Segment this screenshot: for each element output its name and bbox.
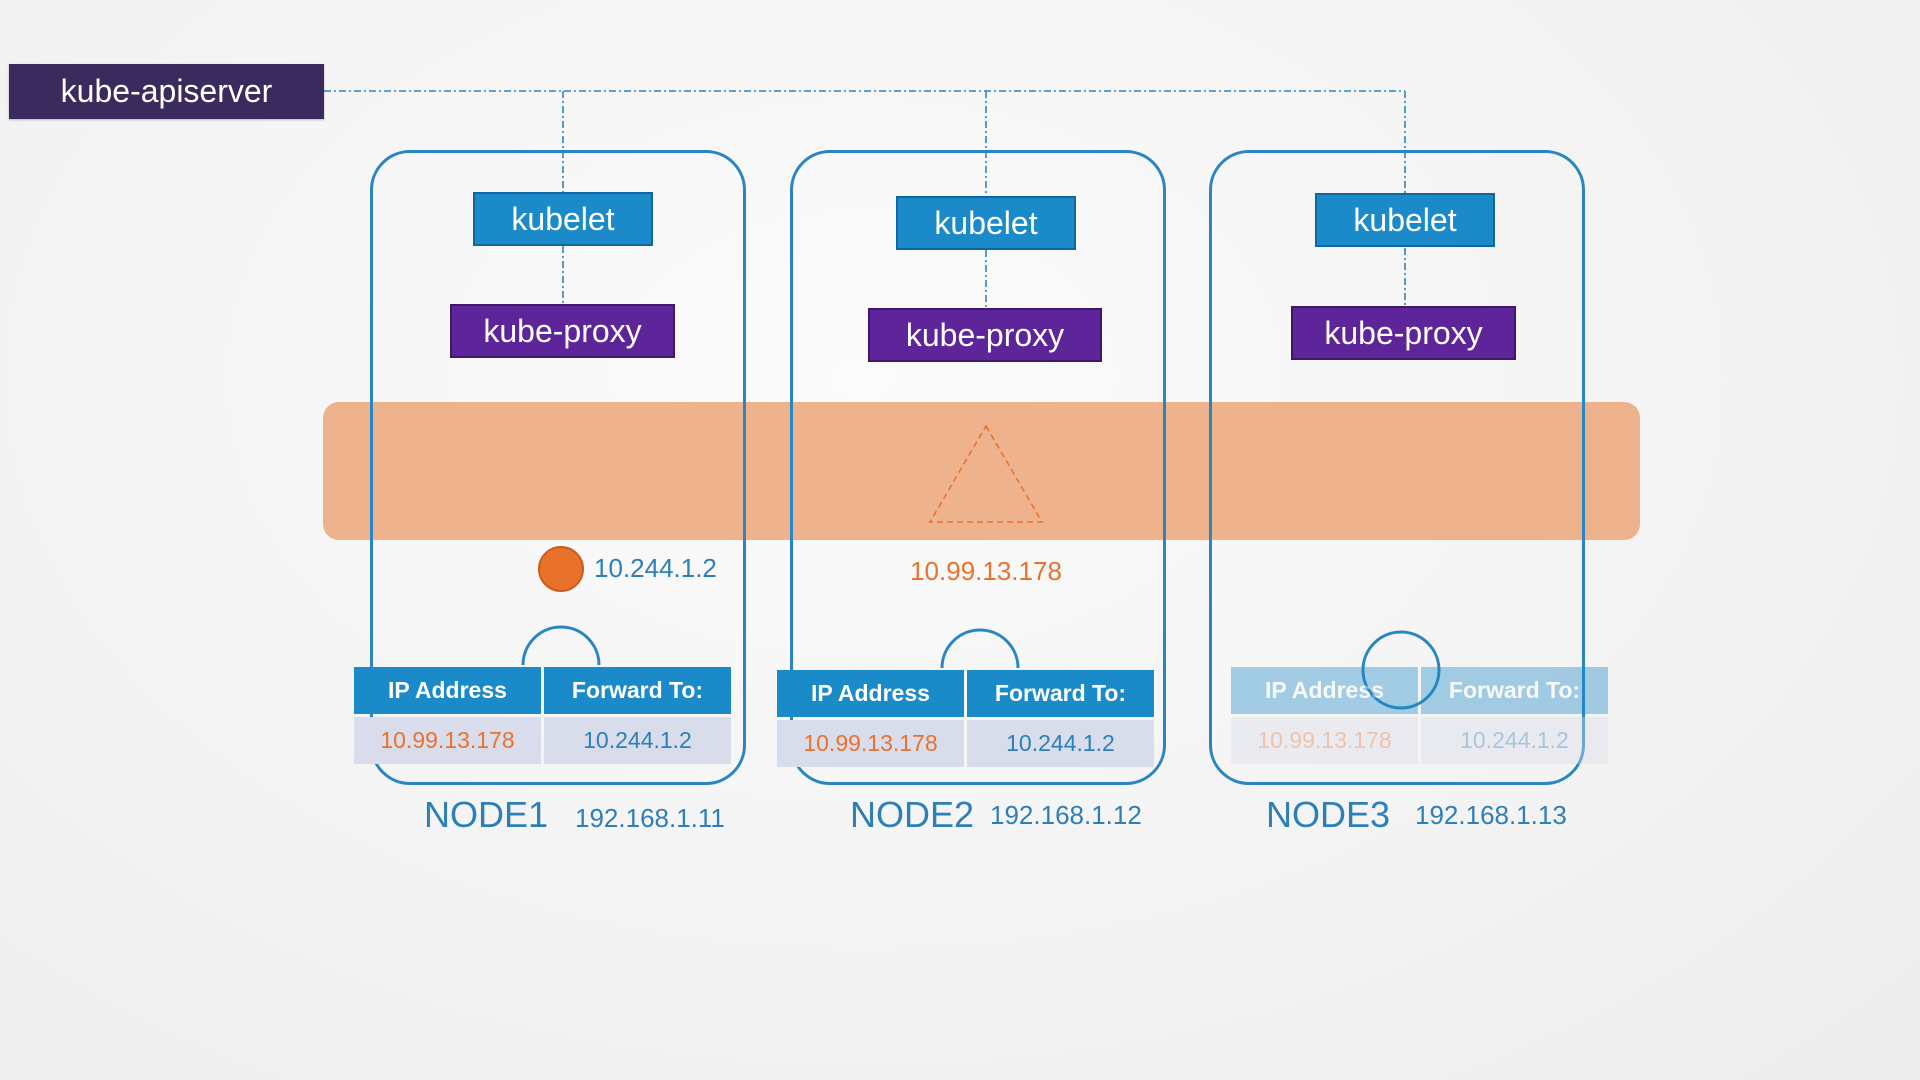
node1-arc-icon (521, 625, 601, 666)
table-cell-forward: 10.244.1.2 (544, 717, 731, 764)
table-header-forward: Forward To: (1421, 667, 1608, 714)
node2-ip: 192.168.1.12 (990, 800, 1142, 830)
node1-ip: 192.168.1.11 (575, 803, 725, 833)
table-header-ip: IP Address (354, 667, 541, 714)
node3-kube-proxy: kube-proxy (1291, 306, 1516, 360)
node2-arc-icon (940, 628, 1020, 669)
table-row: 10.99.13.178 10.244.1.2 (354, 714, 731, 764)
pod-icon (538, 546, 584, 592)
node2-kubelet: kubelet (896, 196, 1076, 250)
table-cell-ip: 10.99.13.178 (777, 720, 964, 767)
node1-name: NODE1 (424, 794, 549, 835)
node2-box (790, 150, 1166, 785)
table-cell-forward: 10.244.1.2 (1421, 717, 1608, 764)
pod-network-band (323, 402, 1640, 540)
node3-box (1209, 150, 1585, 785)
table-header-forward: Forward To: (544, 667, 731, 714)
table-header-ip: IP Address (777, 670, 964, 717)
node3-forward-table: IP Address Forward To: 10.99.13.178 10.2… (1231, 667, 1608, 764)
node2-name: NODE2 (850, 794, 975, 835)
node1-kubelet: kubelet (473, 192, 653, 246)
node1-box (370, 150, 746, 785)
table-header-forward: Forward To: (967, 670, 1154, 717)
table-row: 10.99.13.178 10.244.1.2 (777, 717, 1154, 767)
table-cell-forward: 10.244.1.2 (967, 720, 1154, 767)
table-cell-ip: 10.99.13.178 (1231, 717, 1418, 764)
pod-ip-label: 10.244.1.2 (594, 553, 717, 583)
table-cell-ip: 10.99.13.178 (354, 717, 541, 764)
node3-name: NODE3 (1266, 794, 1391, 835)
node2-kube-proxy: kube-proxy (868, 308, 1102, 362)
node3-ip: 192.168.1.13 (1415, 800, 1567, 830)
table-row: 10.99.13.178 10.244.1.2 (1231, 714, 1608, 764)
node1-forward-table: IP Address Forward To: 10.99.13.178 10.2… (354, 667, 731, 764)
node3-kubelet: kubelet (1315, 193, 1495, 247)
node1-kube-proxy: kube-proxy (450, 304, 675, 358)
node2-forward-table: IP Address Forward To: 10.99.13.178 10.2… (777, 670, 1154, 767)
kube-apiserver-box: kube-apiserver (9, 64, 324, 119)
table-header-ip: IP Address (1231, 667, 1418, 714)
node3-circle-icon (1361, 630, 1441, 710)
service-ip-label: 10.99.13.178 (910, 556, 1062, 586)
